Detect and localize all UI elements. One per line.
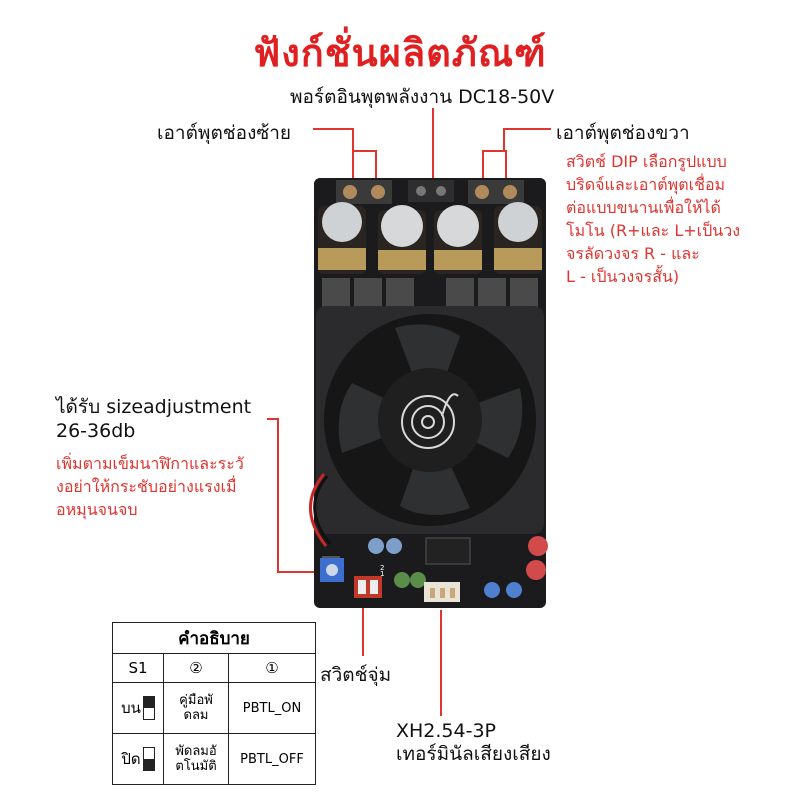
gain-desc-line: เพิ่มตามเข็มนาฬิกาและระวั <box>56 454 244 473</box>
gain-description: เพิ่มตามเข็มนาฬิกาและระวั งอย่าให้กระชับ… <box>56 452 244 521</box>
terminal-label: XH2.54-3P เทอร์มินัลเสียงเสียง <box>396 720 551 766</box>
dip-description: สวิตช์ DIP เลือกรูปแบบ บริดจ์และเอาต์พุต… <box>566 150 740 288</box>
legend-row-off-label: ปิด <box>121 749 141 768</box>
legend-row-off-mode-a: พัดลมอั <box>175 744 217 759</box>
dip-desc-line: โมโน (R+และ L+เป็นวง <box>566 221 740 240</box>
legend-row-off-value: PBTL_OFF <box>228 733 316 785</box>
legend-col-1: ① <box>228 653 316 683</box>
legend-row-on-mode: คู่มือพั ดลม <box>163 682 229 734</box>
dip-switch: 1 2 <box>354 564 384 598</box>
capacitors <box>318 202 542 274</box>
right-output-terminal <box>468 180 524 204</box>
gain-desc-line: อหมุนจนจบ <box>56 500 138 519</box>
legend-row-on-label-cell: บน <box>112 682 164 734</box>
dip-desc-line: L - เป็นวงจรสั้น) <box>566 267 680 286</box>
switch-up-icon <box>142 696 155 721</box>
legend-row-off-mode-b: ตโนมัติ <box>175 759 217 774</box>
switch-num-1: 1 <box>380 570 384 578</box>
legend-row-on-mode-a: คู่มือพั <box>179 693 213 708</box>
switch-num-2: 2 <box>380 564 384 572</box>
left-output-terminal <box>336 180 392 204</box>
cooling-fan <box>316 306 544 534</box>
dip-desc-line: สวิตช์ DIP เลือกรูปแบบ <box>566 152 727 171</box>
gain-desc-line: งอย่าให้กระชับอย่างแรงเมื่ <box>56 477 237 496</box>
gain-potentiometer <box>320 558 344 582</box>
dip-desc-line: จรลัดวงจร R - และ <box>566 244 700 263</box>
dip-switch-label: สวิตช์จุ่ม <box>320 664 392 686</box>
dip-desc-line: ต่อแบบขนานเพื่อให้ได้ <box>566 198 721 217</box>
amplifier-board-image: 1 2 <box>309 178 548 608</box>
power-input-label: พอร์ตอินพุตพลังงาน DC18-50V <box>290 86 555 108</box>
legend-row-off-label-cell: ปิด <box>112 733 164 785</box>
power-input-terminal <box>408 180 454 202</box>
left-output-label: เอาต์พุตช่องซ้าย <box>157 122 292 144</box>
legend-header: คำอธิบาย <box>112 622 316 654</box>
lower-components <box>322 536 548 598</box>
dip-desc-line: บริดจ์และเอาต์พุตเชื่อม <box>566 175 726 194</box>
terminal-label-line2: เทอร์มินัลเสียงเสียง <box>396 743 551 765</box>
legend-row-on-label: บน <box>121 698 141 717</box>
legend-row-on-mode-b: ดลม <box>183 708 209 723</box>
legend-table: คำอธิบาย S1 ② ① บน คู่มือพั ดลม PBTL_ON … <box>112 622 316 785</box>
legend-col-s1: S1 <box>112 653 164 683</box>
switch-down-icon <box>142 747 155 772</box>
gain-label-line1: ได้รับ sizeadjustment <box>56 396 252 418</box>
gain-label: ได้รับ sizeadjustment 26-36db <box>56 395 251 443</box>
legend-col-2: ② <box>163 653 229 683</box>
page-title: ฟังก์ชั่นผลิตภัณฑ์ <box>253 31 547 75</box>
terminal-label-line1: XH2.54-3P <box>396 720 497 742</box>
legend-row-off-mode: พัดลมอั ตโนมัติ <box>163 733 229 785</box>
gain-label-line2: 26-36db <box>56 420 136 442</box>
right-output-label: เอาต์พุตช่องขวา <box>556 122 690 144</box>
xh254-terminal <box>424 582 460 602</box>
legend-row-on-value: PBTL_ON <box>228 682 316 734</box>
